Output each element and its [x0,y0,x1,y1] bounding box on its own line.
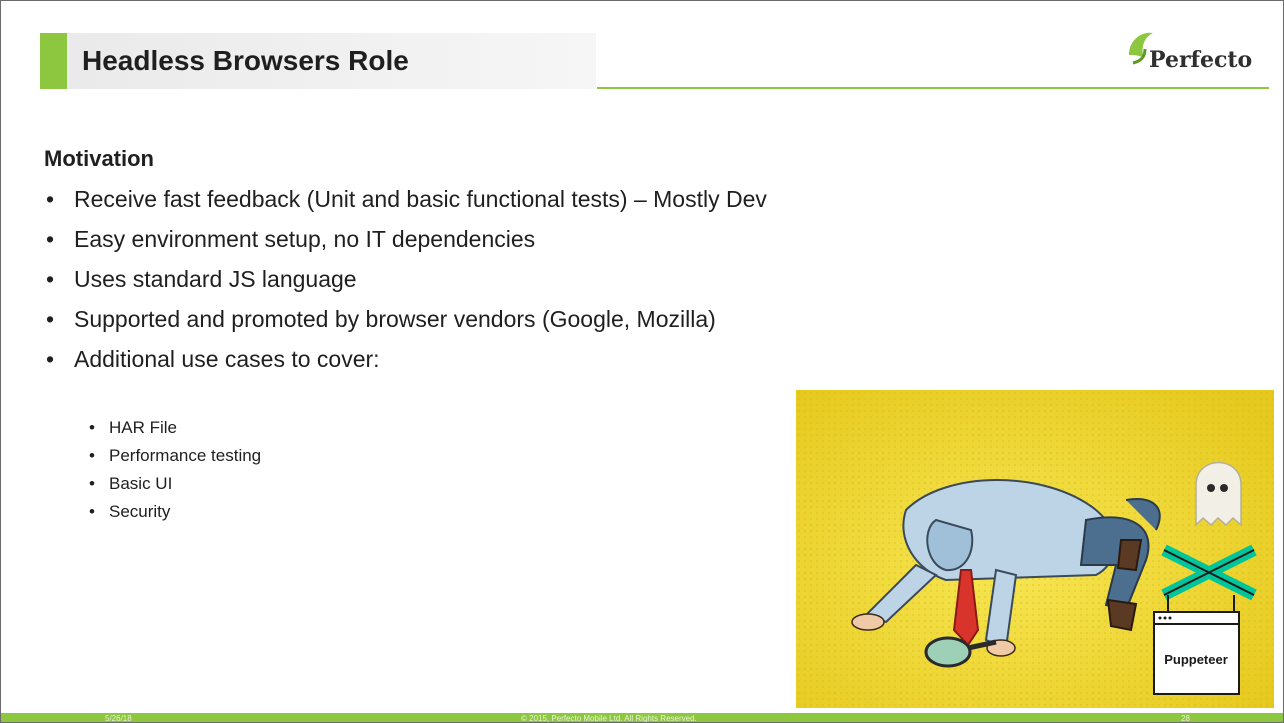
puppeteer-label: Puppeteer [1164,652,1228,667]
footer-page-number: 28 [1181,714,1190,723]
footer-copyright: © 2015, Perfecto Mobile Ltd. All Rights … [521,714,697,723]
illustration-svg: Puppeteer [796,390,1274,708]
puppeteer-window: Puppeteer [1153,611,1240,695]
sub-bullet-item: HAR File [89,414,261,442]
title-accent-bar [40,33,67,89]
section-heading: Motivation [44,146,154,171]
perfecto-logo-icon [1129,32,1153,65]
ghost-icon [1195,461,1242,527]
bullet-item: Additional use cases to cover: [44,339,767,379]
bullet-list: Receive fast feedback (Unit and basic fu… [44,179,767,379]
title-background [67,33,596,89]
bullet-item: Uses standard JS language [44,259,767,299]
sub-bullet-item: Performance testing [89,442,261,470]
sub-bullet-item: Basic UI [89,470,261,498]
footer-bar: 5/26/18 © 2015, Perfecto Mobile Ltd. All… [1,713,1283,723]
sub-bullet-item: Security [89,498,261,526]
title-underline [597,87,1269,89]
magnifying-glass-icon [924,636,997,668]
bullet-item: Easy environment setup, no IT dependenci… [44,219,767,259]
bullet-item: Supported and promoted by browser vendor… [44,299,767,339]
illustration-image: Puppeteer [796,390,1274,708]
crawling-man [851,479,1161,657]
bullet-item: Receive fast feedback (Unit and basic fu… [44,179,767,219]
slide-title: Headless Browsers Role [82,45,409,76]
logo-text: Perfecto [1149,47,1253,73]
puppeteer-cross-icon [1161,544,1257,612]
footer-date: 5/26/18 [105,714,132,723]
sub-bullet-list: HAR File Performance testing Basic UI Se… [89,414,261,526]
